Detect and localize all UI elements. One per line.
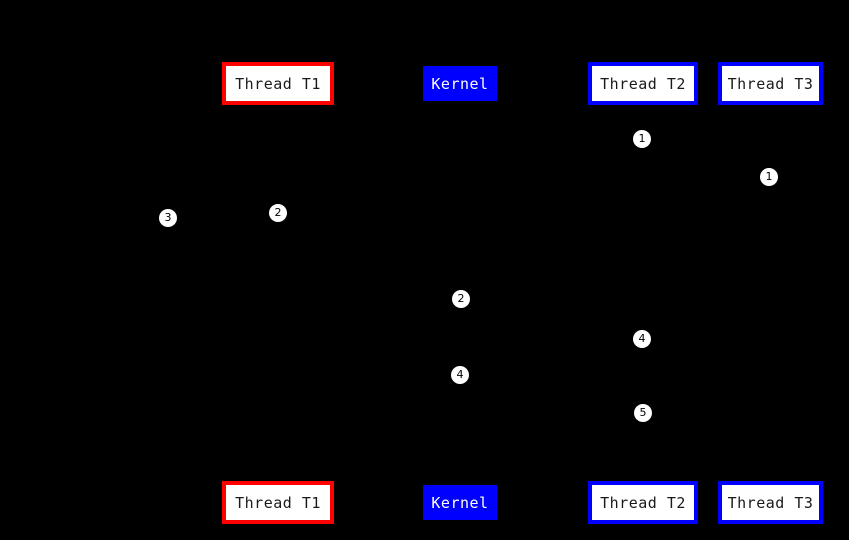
participant-kernel-top[interactable]: Kernel [423,66,497,101]
participant-label: Thread T2 [600,74,686,93]
participant-label: Thread T1 [235,74,321,93]
participant-label: Kernel [431,493,489,512]
lifeline-t1 [278,105,279,481]
step-t1-2: 2 [269,204,287,222]
participant-label: Thread T1 [235,493,321,512]
lifeline-t2 [643,105,644,481]
participant-t1b-bottom[interactable]: Thread T1 [222,481,334,524]
participant-label: Thread T3 [727,74,814,93]
step-kernel-4: 4 [451,366,469,384]
step-kernel-2: 2 [452,290,470,308]
step-t1-3: 3 [159,209,177,227]
step-t3-1: 1 [760,168,778,186]
participant-t2b-bottom[interactable]: Thread T2 [588,481,698,524]
participant-label: Thread T2 [600,493,686,512]
step-t2-1: 1 [633,130,651,148]
lifeline-t3 [770,105,771,481]
participant-t3-top[interactable]: Thread T3 [718,62,823,105]
participant-t2-top[interactable]: Thread T2 [588,62,698,105]
participant-label: Kernel [431,74,489,93]
participant-kernelb-bottom[interactable]: Kernel [423,485,497,520]
participant-t3b-bottom[interactable]: Thread T3 [718,481,823,524]
participant-label: Thread T3 [727,493,814,512]
step-t2-5: 5 [634,404,652,422]
participant-t1-top[interactable]: Thread T1 [222,62,334,105]
step-t2-4: 4 [633,330,651,348]
